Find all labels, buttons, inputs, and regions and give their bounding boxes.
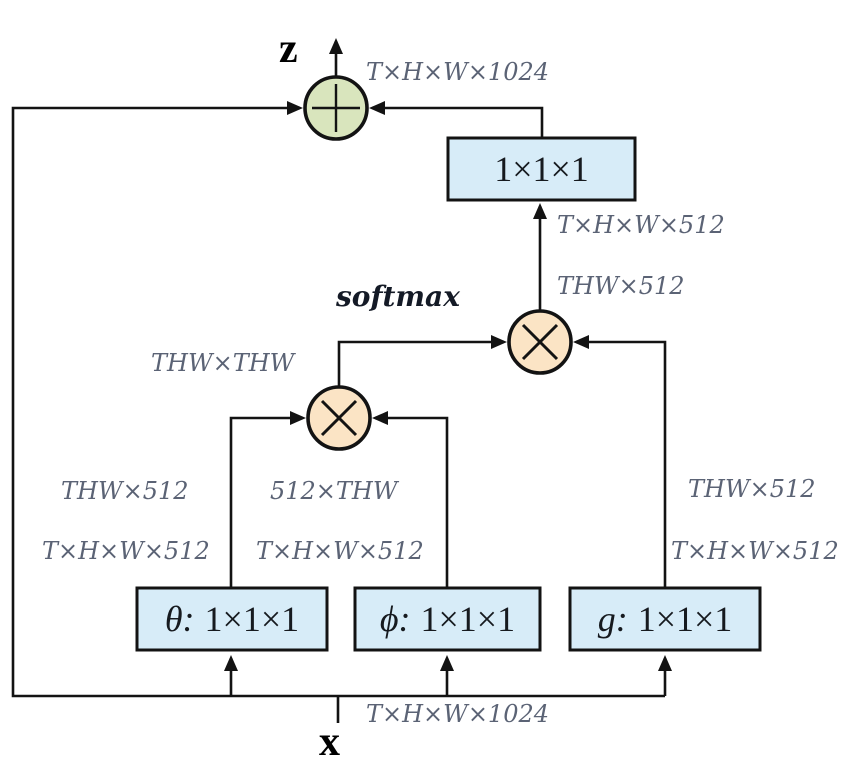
dim-affinity: THW×THW — [151, 349, 295, 377]
conv-out-kernel-text: 1×1×1 — [494, 149, 589, 189]
theta-box-label: θ: 1×1×1 — [137, 588, 327, 650]
multiply-icon — [320, 399, 358, 437]
dim-phi-4d: T×H×W×512 — [256, 537, 424, 565]
multiply-icon — [521, 323, 559, 361]
phi-kernel-text: 1×1×1 — [420, 599, 516, 639]
dim-theta-4d: T×H×W×512 — [42, 537, 210, 565]
matmul2-op-node — [507, 309, 573, 375]
g-conv-box — [568, 586, 762, 652]
dim-g-4d: T×H×W×512 — [671, 537, 839, 565]
dim-theta-3d: THW×512 — [61, 477, 189, 505]
g-kernel-text: 1×1×1 — [637, 599, 733, 639]
theta-conv-box — [135, 586, 329, 652]
phi-conv-box — [353, 586, 542, 652]
dim-conv-out-3d: THW×512 — [557, 272, 685, 300]
conv-output-arrow — [369, 101, 544, 138]
g-output-arrow — [573, 335, 667, 588]
dim-conv-out-4d: T×H×W×512 — [557, 211, 725, 239]
theta-output-arrow — [229, 411, 306, 588]
conv-out-box — [446, 136, 637, 202]
input-x-label: x — [319, 719, 340, 765]
conv-out-box-label: 1×1×1 — [448, 138, 635, 200]
plus-icon — [312, 84, 360, 132]
output-z-label: z — [279, 26, 298, 72]
g-letter-text: g: — [597, 599, 628, 639]
theta-letter-text: θ: — [164, 599, 195, 639]
g-box-label: g: 1×1×1 — [570, 588, 760, 650]
phi-letter-text: ϕ: — [379, 599, 411, 639]
dim-input: T×H×W×1024 — [366, 700, 550, 728]
add-op-node — [303, 75, 369, 141]
phi-box-label: ϕ: 1×1×1 — [355, 588, 540, 650]
theta-kernel-text: 1×1×1 — [204, 599, 300, 639]
softmax-output-arrow — [337, 335, 507, 386]
dim-g-3d: THW×512 — [688, 475, 816, 503]
matmul1-op-node — [306, 385, 372, 451]
dim-output: T×H×W×1024 — [366, 58, 550, 86]
phi-output-arrow — [372, 411, 449, 588]
softmax-label: softmax — [336, 280, 460, 313]
dim-phi-3d: 512×THW — [270, 477, 398, 505]
